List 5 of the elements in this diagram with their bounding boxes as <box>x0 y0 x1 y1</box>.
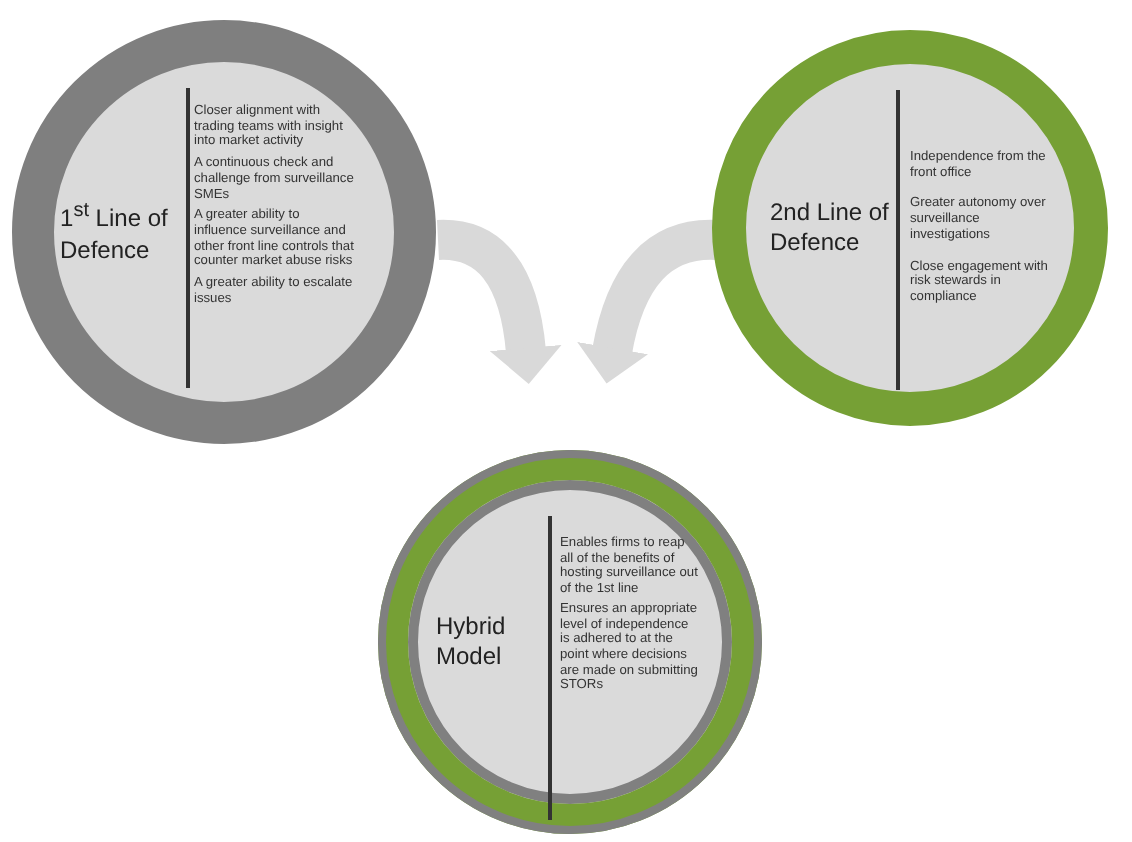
node-title: 2nd Line of Defence <box>770 197 890 260</box>
curved-arrow <box>437 220 562 384</box>
curved-arrow <box>577 220 717 384</box>
node-title: 1$^{st}$ Line of Defence <box>60 198 170 267</box>
node-title: Hybrid Model <box>436 611 508 674</box>
